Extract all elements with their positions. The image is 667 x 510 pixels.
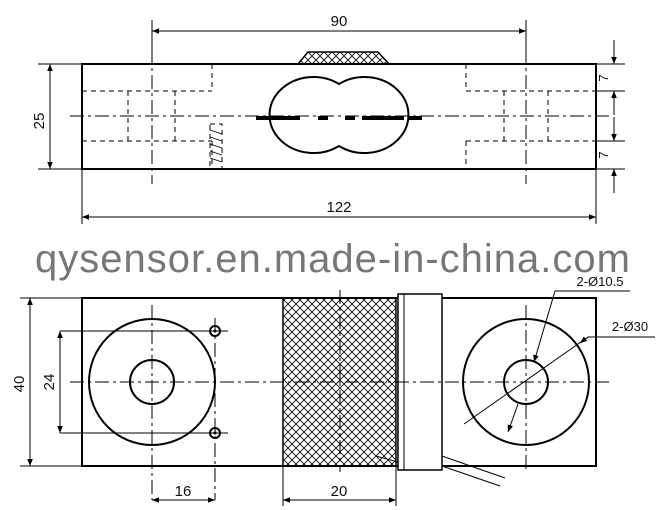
dim-height: 25 <box>31 113 48 130</box>
dim-gauge-width: 20 <box>331 483 348 500</box>
side-view: 90 25 7 7 122 <box>31 13 625 224</box>
watermark-text: qysensor.en.made-in-china.com <box>35 237 631 281</box>
label-small-hole: 2-Ø10.5 <box>577 274 624 289</box>
label-large-hole: 2-Ø30 <box>612 319 648 334</box>
left-hidden-hole <box>82 50 213 184</box>
cable-thread-hole <box>209 123 223 170</box>
right-hidden-hole <box>465 50 596 184</box>
plan-view: 40 24 16 20 2-Ø10.5 2-Ø30 <box>11 274 655 506</box>
dim-step-upper: 7 <box>596 74 611 81</box>
dim-total-length: 122 <box>326 199 351 216</box>
dim-top-width: 90 <box>331 13 348 30</box>
binocular-hole <box>268 76 410 154</box>
dim-offset: 16 <box>175 483 192 500</box>
top-pad <box>296 51 391 65</box>
dim-hole-spacing: 24 <box>41 374 58 391</box>
cable <box>375 455 506 487</box>
dim-step-lower: 7 <box>596 151 611 158</box>
dim-width: 40 <box>11 376 28 393</box>
right-large-circle <box>462 318 590 446</box>
left-small-hole <box>129 359 175 405</box>
right-small-hole <box>503 359 549 405</box>
